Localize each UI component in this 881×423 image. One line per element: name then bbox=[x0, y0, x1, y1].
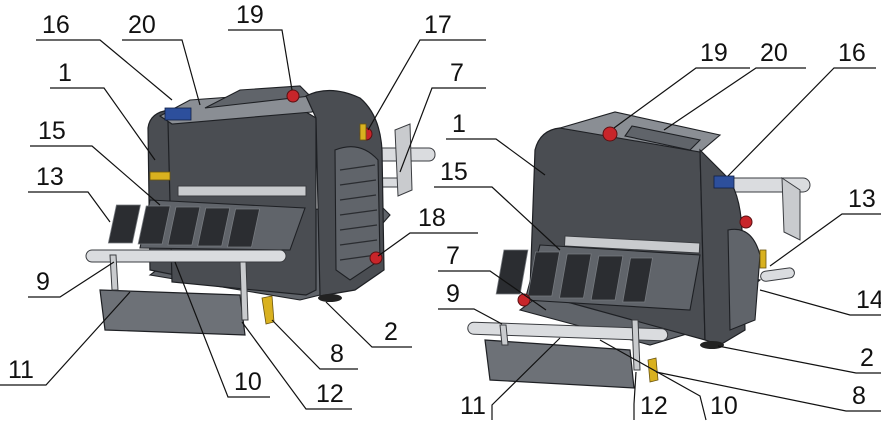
svg-text:12: 12 bbox=[316, 380, 344, 408]
callout-2-right: 2 bbox=[717, 344, 881, 374]
callout-12-left: 12 bbox=[241, 321, 352, 410]
callout-19-right: 19 bbox=[613, 39, 750, 129]
callout-13-left: 13 bbox=[28, 163, 111, 223]
callout-7-right: 7 bbox=[438, 242, 547, 311]
callout-7-left: 7 bbox=[399, 59, 486, 173]
right-front-rod bbox=[467, 321, 669, 342]
svg-text:2: 2 bbox=[384, 318, 398, 346]
svg-text:9: 9 bbox=[446, 280, 460, 308]
right-rear-roller-lower bbox=[760, 267, 795, 282]
callout-8-right: 8 bbox=[655, 371, 881, 412]
callout-10-left: 10 bbox=[174, 261, 270, 398]
callout-15-left: 15 bbox=[30, 117, 161, 206]
right-display-panel bbox=[713, 175, 735, 189]
right-top-cover bbox=[624, 125, 702, 151]
callout-20-right: 20 bbox=[663, 39, 806, 131]
callout-2-left: 2 bbox=[325, 301, 412, 348]
svg-text:8: 8 bbox=[852, 382, 866, 410]
callout-11-right: 11 bbox=[460, 337, 561, 420]
callout-16-right: 16 bbox=[727, 39, 876, 177]
left-cutting-grid bbox=[107, 204, 261, 248]
right-side-grille bbox=[727, 228, 761, 331]
callout-18-left: 18 bbox=[377, 204, 478, 257]
callout-11-left: 11 bbox=[0, 291, 131, 386]
left-tray-arm-left bbox=[109, 254, 119, 291]
svg-text:13: 13 bbox=[848, 185, 876, 213]
svg-text:1: 1 bbox=[452, 110, 466, 138]
callout-10-right: 10 bbox=[599, 339, 738, 421]
callout-12-right: 12 bbox=[633, 371, 668, 420]
left-emergency-knob bbox=[286, 89, 300, 103]
right-emergency-knob bbox=[602, 126, 618, 142]
left-front-rod bbox=[85, 249, 287, 263]
right-side-knob bbox=[739, 215, 753, 229]
svg-text:8: 8 bbox=[330, 340, 344, 368]
callout-8-left: 8 bbox=[271, 319, 358, 370]
callout-15-right: 15 bbox=[434, 158, 561, 251]
svg-text:13: 13 bbox=[36, 163, 64, 191]
svg-text:16: 16 bbox=[42, 11, 70, 39]
svg-text:18: 18 bbox=[418, 204, 446, 232]
svg-text:15: 15 bbox=[440, 158, 468, 186]
right-rear-arm bbox=[781, 177, 801, 241]
right-callouts: 19 20 16 1 15 13 7 9 bbox=[434, 39, 881, 421]
left-rear-arm bbox=[394, 123, 413, 197]
svg-text:20: 20 bbox=[760, 39, 788, 67]
svg-text:10: 10 bbox=[710, 392, 738, 420]
left-foot bbox=[318, 294, 342, 302]
left-callouts: 16 20 19 17 1 7 15 13 bbox=[0, 1, 486, 410]
left-yellow-tab bbox=[359, 123, 367, 141]
svg-text:7: 7 bbox=[450, 59, 464, 87]
left-front-roller bbox=[177, 185, 307, 197]
left-tower-grille bbox=[334, 146, 381, 281]
right-tray-arm-right bbox=[631, 319, 641, 371]
right-yellow-tab bbox=[759, 249, 767, 269]
left-side-label bbox=[149, 171, 171, 181]
svg-text:1: 1 bbox=[58, 59, 72, 87]
callout-9-right: 9 bbox=[438, 280, 503, 325]
svg-text:17: 17 bbox=[424, 11, 452, 39]
callout-16-left: 16 bbox=[36, 11, 173, 101]
svg-text:12: 12 bbox=[640, 392, 668, 420]
callout-9-left: 9 bbox=[28, 261, 115, 298]
callout-19-left: 19 bbox=[228, 1, 293, 91]
svg-text:2: 2 bbox=[860, 344, 874, 372]
svg-text:19: 19 bbox=[700, 39, 728, 67]
right-lower-knob bbox=[517, 293, 531, 307]
right-cutting-grid bbox=[495, 249, 653, 303]
left-tray-arm-right bbox=[239, 261, 249, 321]
right-foot bbox=[700, 341, 724, 349]
svg-text:7: 7 bbox=[446, 242, 460, 270]
svg-text:9: 9 bbox=[36, 268, 50, 296]
callout-17-left: 17 bbox=[367, 11, 486, 131]
svg-text:14: 14 bbox=[856, 286, 881, 314]
svg-text:16: 16 bbox=[838, 39, 866, 67]
right-machine-illustration bbox=[467, 111, 811, 389]
right-tray-arm-left bbox=[499, 324, 509, 346]
right-front-roller bbox=[563, 235, 701, 254]
svg-text:11: 11 bbox=[8, 356, 34, 384]
callout-14-right: 14 bbox=[759, 286, 881, 316]
callout-13-right: 13 bbox=[769, 185, 881, 267]
callout-20-left: 20 bbox=[122, 11, 201, 106]
callout-1-right: 1 bbox=[446, 110, 546, 176]
svg-text:19: 19 bbox=[236, 1, 264, 29]
svg-text:10: 10 bbox=[234, 368, 262, 396]
svg-text:11: 11 bbox=[460, 392, 486, 420]
left-yellow-lever bbox=[261, 295, 275, 325]
left-top-cover bbox=[204, 85, 312, 109]
callout-1-left: 1 bbox=[50, 59, 156, 161]
svg-text:15: 15 bbox=[38, 117, 66, 145]
left-machine-illustration bbox=[85, 85, 436, 336]
left-collection-tray bbox=[99, 289, 246, 336]
svg-text:20: 20 bbox=[128, 11, 156, 39]
left-display-panel bbox=[164, 107, 192, 121]
